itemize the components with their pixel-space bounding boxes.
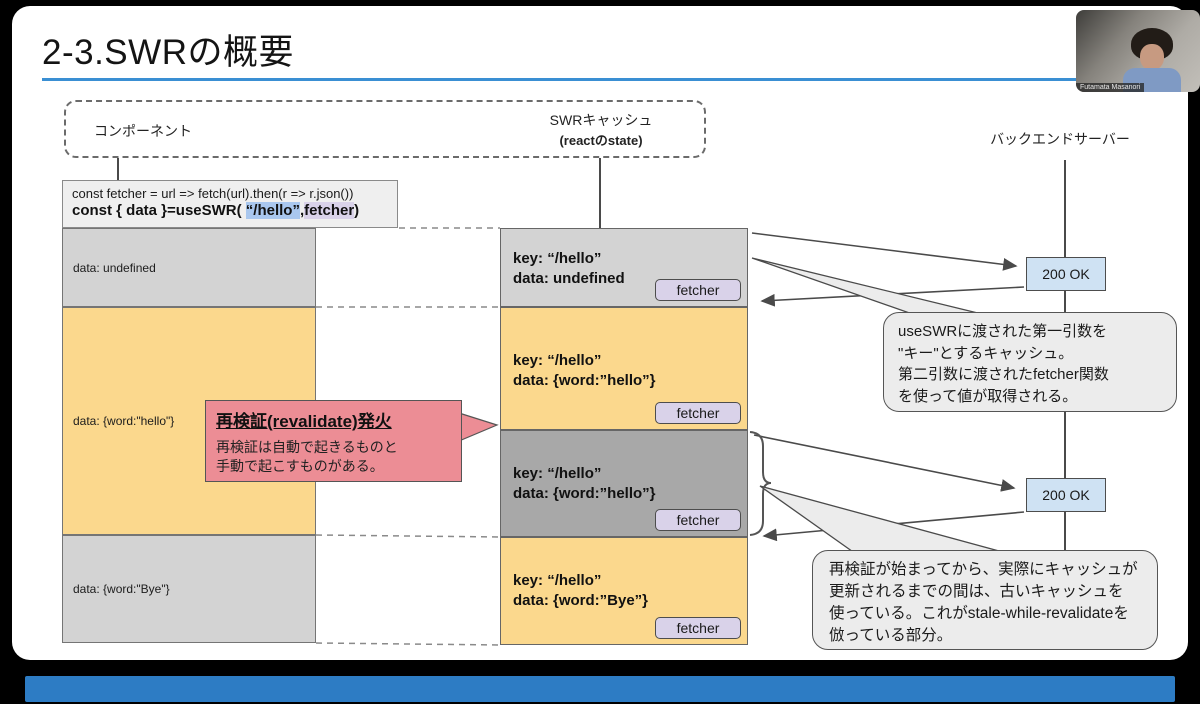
note-line: 第二引数に渡されたfetcher関数	[898, 366, 1109, 383]
swr-cache-lane-title: SWRキャッシュ	[549, 112, 653, 128]
code-line-1: const fetcher = url => fetch(url).then(r…	[72, 186, 354, 201]
cache-box-stale-hello: key: “/hello” data: {word:”hello”} fetch…	[500, 430, 748, 537]
note-swr-bubble: 再検証が始まってから、実際にキャッシュが 更新されるまでの間は、古いキャッシュを…	[812, 550, 1158, 650]
cache-key-label: key: “/hello”	[513, 352, 602, 369]
cache-key-label: key: “/hello”	[513, 250, 602, 267]
component-state-label: data: {word:"hello"}	[73, 414, 175, 428]
fetcher-button: fetcher	[655, 509, 741, 531]
cache-data-label: data: {word:”hello”}	[513, 372, 656, 389]
note-line: 更新されるまでの間は、古いキャッシュを	[829, 583, 1124, 600]
cache-text: key: “/hello” data: {word:”hello”}	[513, 464, 656, 504]
code-fetcher-highlight: fetcher	[304, 202, 355, 219]
code-box: const fetcher = url => fetch(url).then(r…	[62, 180, 398, 228]
cache-key-label: key: “/hello”	[513, 465, 602, 482]
fetcher-button: fetcher	[655, 402, 741, 424]
note-line: 使っている。これがstale-while-revalidateを	[829, 605, 1129, 622]
note-line: useSWRに渡された第一引数を	[898, 323, 1108, 340]
webcam-name-label: Futamata Masanori	[1076, 83, 1145, 92]
response-200-ok-1: 200 OK	[1026, 257, 1106, 291]
cache-data-label: data: {word:”Bye”}	[513, 592, 649, 609]
cache-text: key: “/hello” data: {word:”hello”}	[513, 351, 656, 391]
code-line-2-prefix: const { data }=useSWR(	[72, 202, 246, 219]
component-state-bye: data: {word:"Bye"}	[62, 535, 316, 643]
revalidate-callout-line-1: 再検証は自動で起きるものと	[216, 439, 398, 455]
cache-key-label: key: “/hello”	[513, 572, 602, 589]
lane-header-box	[64, 100, 706, 158]
note-line: 倣っている部分。	[829, 627, 953, 644]
cache-box-hello: key: “/hello” data: {word:”hello”} fetch…	[500, 307, 748, 430]
component-state-undefined: data: undefined	[62, 228, 316, 307]
note-line: を使って値が取得される。	[898, 387, 1078, 405]
swr-cache-lane-subtitle: (reactのstate)	[559, 133, 643, 148]
component-lane-label: コンポーネント	[94, 123, 192, 139]
cache-box-undefined: key: “/hello” data: undefined fetcher	[500, 228, 748, 307]
code-line-2: const { data }=useSWR( “/hello”,fetcher)	[72, 202, 388, 219]
revalidate-callout: 再検証(revalidate)発火 再検証は自動で起きるものと 手動で起こすもの…	[205, 400, 462, 482]
code-line-2-suffix: )	[354, 202, 360, 219]
response-200-ok-2: 200 OK	[1026, 478, 1106, 512]
cache-box-bye: key: “/hello” data: {word:”Bye”} fetcher	[500, 537, 748, 645]
title-underline	[42, 78, 1157, 81]
cache-data-label: data: undefined	[513, 270, 625, 287]
slide-title: 2-3.SWRの概要	[42, 33, 294, 72]
cache-data-label: data: {word:”hello”}	[513, 485, 656, 502]
note-line: 再検証が始まってから、実際にキャッシュが	[829, 561, 1138, 578]
note-line: "キー"とするキャッシュ。	[898, 344, 1074, 362]
webcam-video-tile: Futamata Masanori	[1076, 10, 1200, 92]
code-line-2-comma: ,	[299, 202, 305, 219]
bottom-accent-bar	[25, 676, 1175, 702]
presenter-face	[1140, 44, 1164, 70]
fetcher-button: fetcher	[655, 279, 741, 301]
component-state-label: data: undefined	[73, 260, 156, 275]
revalidate-callout-line-2: 手動で起こすものがある。	[216, 458, 384, 474]
backend-lane-label: バックエンドサーバー	[990, 131, 1130, 147]
note-key-bubble: useSWRに渡された第一引数を "キー"とするキャッシュ。 第二引数に渡された…	[883, 312, 1177, 412]
component-state-label: data: {word:"Bye"}	[73, 582, 170, 596]
cache-text: key: “/hello” data: {word:”Bye”}	[513, 571, 648, 611]
fetcher-button: fetcher	[655, 617, 741, 639]
revalidate-callout-body: 再検証は自動で起きるものと 手動で起こすものがある。	[216, 438, 451, 476]
cache-text: key: “/hello” data: undefined	[513, 249, 625, 289]
swr-cache-lane-label: SWRキャッシュ (reactのstate)	[528, 110, 674, 149]
revalidate-callout-title: 再検証(revalidate)発火	[216, 412, 392, 431]
code-key-highlight: “/hello”	[245, 202, 300, 219]
